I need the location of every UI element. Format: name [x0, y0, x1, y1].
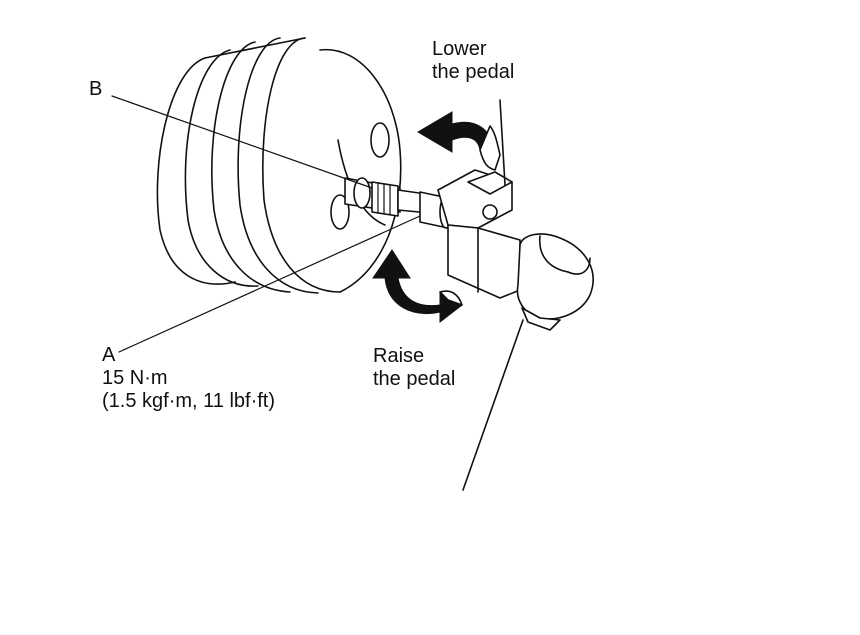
label-a: A: [102, 344, 116, 366]
label-a-block: A 15 N·m (1.5 kgf·m, 11 lbf·ft): [102, 344, 275, 413]
torque-spec: 15 N·m: [102, 367, 168, 389]
push-rod-assembly: [344, 177, 453, 229]
leader-line-b: [111, 95, 373, 189]
rotate-arrow-icon: [372, 249, 463, 324]
label-b: B: [89, 78, 103, 100]
pedal-clevis: [437, 99, 521, 299]
lower-label-line1: Lower: [432, 38, 487, 60]
lower-label-line2: the pedal: [432, 61, 515, 83]
brake-booster-housing: [156, 37, 402, 294]
raise-label: Raise the pedal: [373, 345, 455, 391]
pedal-arm: [462, 233, 594, 491]
raise-label-line2: the pedal: [373, 368, 456, 390]
raise-label-line1: Raise: [373, 345, 425, 367]
rotate-arrow-icon: [417, 111, 501, 171]
leader-line-a: [118, 215, 421, 353]
torque-spec-alt: (1.5 kgf·m, 11 lbf·ft): [102, 390, 276, 412]
lower-label: Lower the pedal: [432, 38, 514, 84]
